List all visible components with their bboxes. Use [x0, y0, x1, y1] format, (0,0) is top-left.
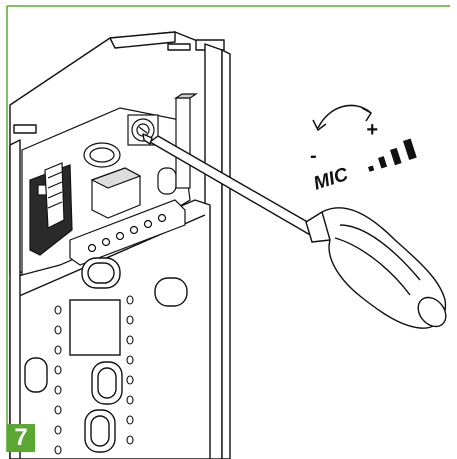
- arrow-head-left: [312, 119, 327, 132]
- rect-window: [69, 299, 121, 356]
- connector-line-2: [47, 181, 63, 189]
- hole: [54, 305, 62, 315]
- level-bar-1: [368, 165, 375, 172]
- housing-top-rim: [109, 31, 176, 49]
- screwdriver-tip: [142, 133, 153, 145]
- minus-sign: -: [310, 145, 317, 167]
- hole: [126, 435, 134, 445]
- terminal-screw-1: [87, 243, 97, 253]
- cutout-right: [154, 277, 188, 307]
- terminal-block: [69, 199, 186, 266]
- hole: [126, 415, 134, 425]
- hole: [54, 385, 62, 395]
- screwdriver: [142, 133, 447, 329]
- left-rail: [9, 139, 21, 459]
- capsule-inner: [89, 147, 115, 163]
- base-cutouts: [24, 257, 188, 453]
- level-bar-3: [390, 147, 402, 166]
- connector-line-3: [47, 191, 63, 199]
- cylinder-component: [157, 167, 177, 195]
- plus-sign: +: [366, 119, 378, 141]
- hole: [54, 405, 62, 415]
- terminal-screw-4: [129, 225, 139, 235]
- hole: [54, 445, 62, 455]
- circuit-board: [21, 93, 198, 276]
- level-bar-4: [403, 138, 417, 161]
- hole: [126, 375, 134, 385]
- right-wall-edge: [221, 49, 231, 459]
- terminal-screw-6: [157, 213, 167, 223]
- mic-control-label: - + MIC: [310, 119, 417, 195]
- vertical-post: [175, 97, 191, 189]
- hole: [126, 335, 134, 345]
- mounting-holes: [54, 295, 134, 455]
- left-slot: [13, 124, 37, 134]
- relay-top: [90, 167, 142, 189]
- connector-line-4: [47, 201, 63, 209]
- hole: [54, 365, 62, 375]
- cutout-upper-inner: [87, 262, 115, 284]
- arrow-head-right: [361, 107, 373, 122]
- handle-end: [417, 296, 447, 328]
- terminal-screw-3: [115, 231, 125, 241]
- mic-label: MIC: [311, 164, 351, 195]
- hole: [126, 315, 134, 325]
- handle-groove-2: [334, 237, 411, 296]
- hole: [54, 425, 62, 435]
- handle-groove-1: [339, 224, 421, 281]
- trimmer-slot: [138, 126, 148, 134]
- step-number-badge: 7: [7, 424, 35, 452]
- connector-line-1: [47, 171, 63, 179]
- cutout-lower-inner: [90, 415, 110, 447]
- hole: [54, 325, 62, 335]
- post-top: [174, 93, 198, 99]
- hole: [126, 355, 134, 365]
- rotation-arrow: [312, 104, 373, 132]
- terminal-screw-2: [101, 237, 111, 247]
- terminal-screw-5: [143, 219, 153, 229]
- hole: [126, 295, 134, 305]
- cutout-left: [24, 357, 48, 393]
- hole: [126, 395, 134, 405]
- hole: [54, 345, 62, 355]
- cutout-middle-inner: [97, 367, 117, 399]
- top-slot: [167, 43, 191, 51]
- level-bar-2: [378, 156, 388, 169]
